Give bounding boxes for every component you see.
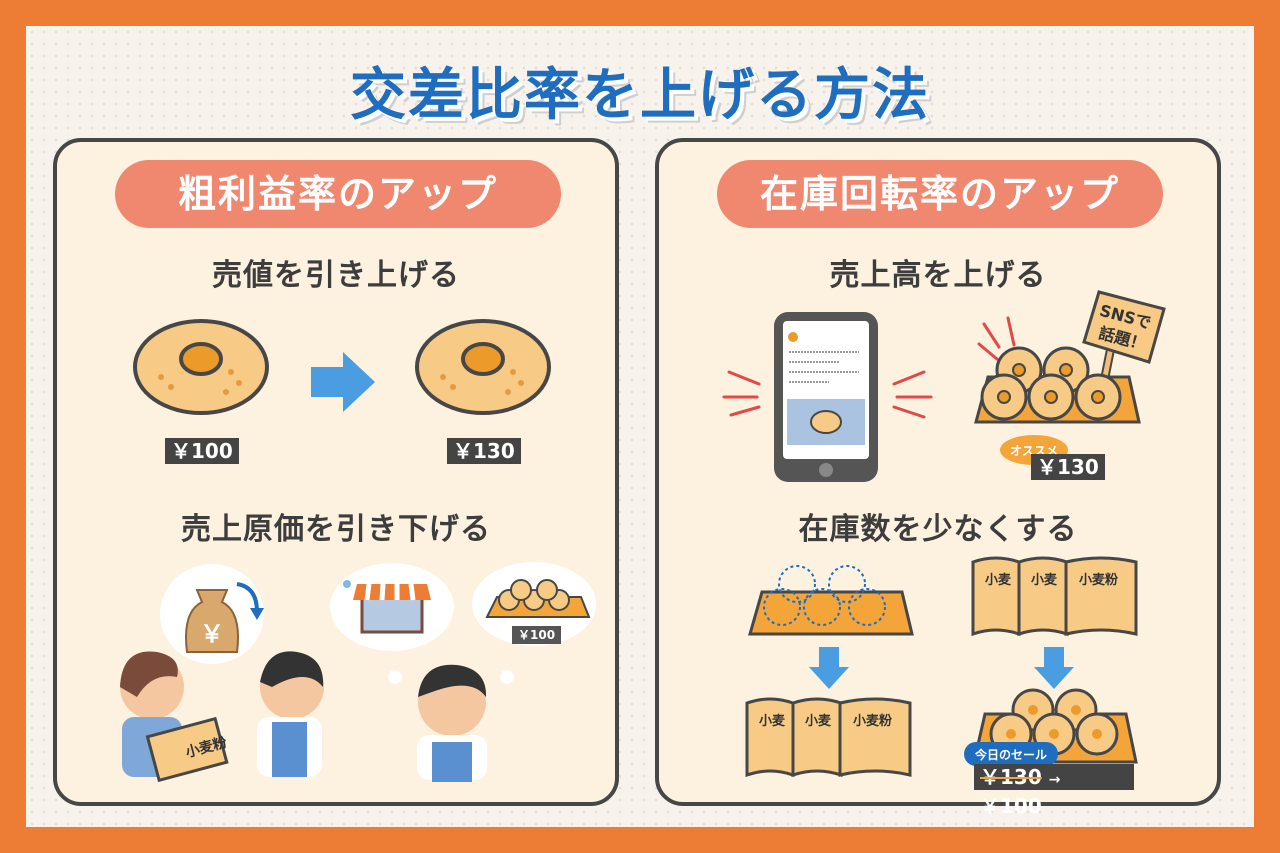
svg-text:小麦粉: 小麦粉 xyxy=(1079,572,1118,588)
price-arrow: → xyxy=(1048,772,1061,788)
panel-gross-margin: 粗利益率のアップ 売値を引き上げる ￥100 ￥130 売上原価を引き下げる ￥… xyxy=(53,138,619,806)
old-price: ￥130 xyxy=(980,765,1042,789)
section-title-raise-price: 売値を引き上げる xyxy=(212,258,460,293)
section-title-reduce-inventory: 在庫数を少なくする xyxy=(798,512,1078,547)
donut-icon xyxy=(133,319,269,415)
heading-pill: 粗利益率のアップ xyxy=(115,160,561,228)
price-after: ￥130 xyxy=(447,438,521,464)
donut-icon xyxy=(415,319,551,415)
heading-pill: 在庫回転率のアップ xyxy=(717,160,1163,228)
sale-price-box: ￥130 → ￥100 xyxy=(974,764,1134,818)
money-bag-bubble: ￥ xyxy=(160,564,264,664)
price-before: ￥100 xyxy=(165,438,239,464)
svg-text:今日のセール: 今日のセール xyxy=(974,747,1047,762)
svg-text:￥: ￥ xyxy=(200,620,224,648)
flour-bags-few: 小麦 小麦 小麦粉 xyxy=(745,697,912,778)
customer-and-supplier-illustration: 小麦粉 xyxy=(120,651,324,783)
arrow-down-icon xyxy=(809,647,849,689)
arrow-down-icon xyxy=(1034,647,1074,689)
arrow-right-icon xyxy=(311,352,375,412)
section-title-reduce-cost: 売上原価を引き下げる xyxy=(181,512,491,547)
svg-text:小麦粉: 小麦粉 xyxy=(853,713,892,729)
shop-thought-bubble xyxy=(330,563,454,651)
thinking-clerk-illustration xyxy=(388,664,514,782)
section-title-raise-sales: 売上高を上げる xyxy=(829,258,1047,293)
svg-text:小麦: 小麦 xyxy=(805,713,832,729)
donut-display-with-sns-sign: SNSで 話題！ xyxy=(974,290,1166,424)
svg-text:小麦: 小麦 xyxy=(759,713,786,729)
donut-tray-thought-bubble xyxy=(472,562,596,646)
empty-tray-illustration xyxy=(748,565,914,636)
new-price: ￥100 xyxy=(980,794,1042,818)
page-title: 交差比率を上げる方法 xyxy=(350,63,930,128)
flour-bags-many: 小麦 小麦 小麦粉 xyxy=(971,556,1138,637)
panel-inventory-turnover: 在庫回転率のアップ 売上高を上げる SNSで 話題！ オススメ ￥130 在庫数… xyxy=(655,138,1221,818)
svg-text:小麦: 小麦 xyxy=(1031,572,1058,588)
bubble-price: ￥100 xyxy=(512,626,562,644)
todays-sale-badge: 今日のセール xyxy=(964,742,1058,766)
smartphone-sns-illustration xyxy=(722,312,933,482)
price-recommended: ￥130 xyxy=(1031,454,1105,480)
svg-text:小麦: 小麦 xyxy=(985,572,1012,588)
